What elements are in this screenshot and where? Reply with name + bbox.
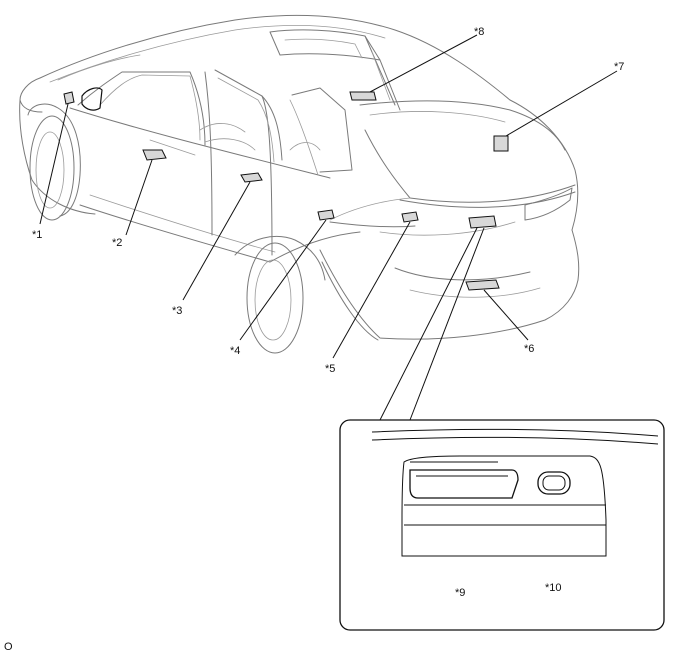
callout-4: *4 bbox=[230, 345, 240, 357]
callout-7: *7 bbox=[614, 61, 624, 73]
part-3-marker bbox=[240, 172, 263, 183]
figure-code: O bbox=[4, 641, 13, 653]
side-mirror bbox=[81, 87, 103, 111]
part-7-marker bbox=[493, 135, 509, 152]
part-2-marker bbox=[142, 149, 167, 161]
leader-lines bbox=[39, 34, 618, 582]
car-body-outline bbox=[19, 14, 580, 354]
callout-8: *8 bbox=[474, 26, 484, 38]
callout-2: *2 bbox=[112, 237, 122, 249]
part-5-marker bbox=[401, 211, 419, 223]
callout-labels: *1 *2 *3 *4 *5 *6 *7 *8 *9 *10 bbox=[32, 26, 624, 599]
part-markers bbox=[63, 91, 509, 291]
part-8-marker bbox=[349, 91, 377, 101]
part-4-marker bbox=[317, 209, 335, 221]
callout-10: *10 bbox=[545, 582, 562, 594]
detail-inset bbox=[339, 419, 665, 631]
callout-5: *5 bbox=[325, 363, 335, 375]
rear-hatch-switch-marker bbox=[468, 215, 497, 229]
callout-6: *6 bbox=[524, 343, 534, 355]
callout-1: *1 bbox=[32, 229, 42, 241]
part-1-marker bbox=[63, 91, 75, 105]
part-6-marker bbox=[465, 279, 500, 291]
callout-3: *3 bbox=[172, 305, 182, 317]
callout-9: *9 bbox=[455, 587, 465, 599]
license-lamp-lens bbox=[409, 469, 519, 499]
